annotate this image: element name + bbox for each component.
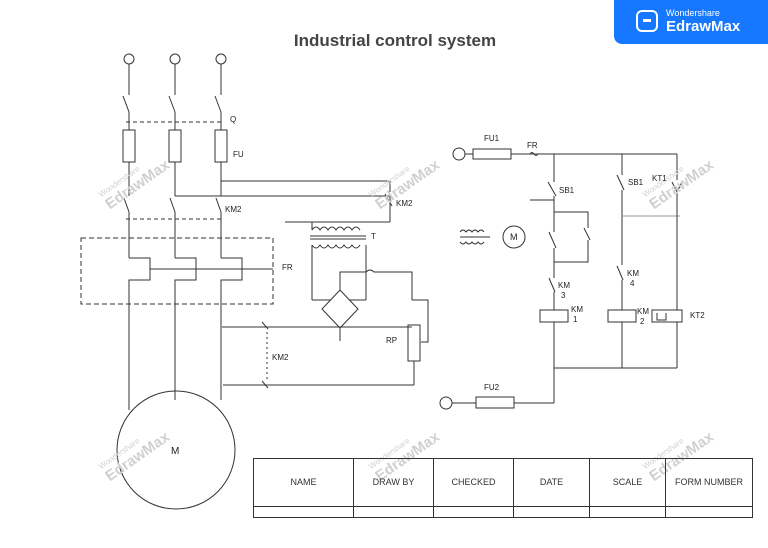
header-cell: NAME — [253, 458, 354, 507]
header-cell: CHECKED — [433, 458, 514, 507]
label-km: KM — [627, 269, 639, 278]
header-cell: DATE — [513, 458, 590, 507]
table-header-row: NAME DRAW BY CHECKED DATE SCALE FORM NUM… — [253, 458, 753, 507]
value-cell[interactable] — [513, 505, 590, 519]
label-fu2: FU2 — [484, 383, 500, 392]
resistor-rp — [222, 299, 429, 389]
label-num: 1 — [573, 315, 578, 324]
value-cell[interactable] — [253, 505, 354, 519]
phase-terminals — [123, 53, 227, 95]
label-sb1: SB1 — [559, 186, 575, 195]
value-cell[interactable] — [433, 505, 514, 519]
label-kt1: KT1 — [652, 174, 667, 183]
label-small-motor: M — [510, 232, 518, 242]
label-km2: KM2 — [396, 199, 413, 208]
header-cell: DRAW BY — [353, 458, 434, 507]
brand-line1: Wondershare — [666, 8, 720, 18]
label-km: KM — [571, 305, 583, 314]
label-km: KM — [558, 281, 570, 290]
label-km2: KM2 — [272, 353, 289, 362]
label-fu: FU — [233, 150, 244, 159]
value-cell[interactable] — [665, 505, 753, 519]
label-kt2: KT2 — [690, 311, 705, 320]
label-num: 4 — [630, 279, 635, 288]
title-block-table: NAME DRAW BY CHECKED DATE SCALE FORM NUM… — [253, 458, 753, 519]
small-motor — [502, 225, 526, 249]
label-km2: KM2 — [225, 205, 242, 214]
small-transformer-icon — [459, 229, 490, 245]
label-fu1: FU1 — [484, 134, 500, 143]
switch-q — [122, 95, 222, 130]
label-sb1: SB1 — [628, 178, 644, 187]
edrawmax-logo-icon — [636, 10, 658, 32]
main-motor — [116, 390, 236, 510]
value-cell[interactable] — [353, 505, 434, 519]
label-q: Q — [230, 115, 237, 124]
label-num: 2 — [640, 317, 645, 326]
thermal-relay-fr — [80, 237, 274, 410]
control-circuit — [439, 147, 683, 410]
value-cell[interactable] — [589, 505, 666, 519]
brand-line2: EdrawMax — [666, 18, 741, 35]
label-t: T — [371, 232, 376, 241]
label-motor: M — [171, 446, 180, 457]
brand-badge[interactable]: Wondershare EdrawMax — [614, 0, 768, 44]
fuses-fu — [122, 129, 228, 196]
label-rp: RP — [386, 336, 398, 345]
rectifier-bridge — [312, 269, 413, 341]
page-title: Industrial control system — [293, 31, 497, 50]
label-fr: FR — [282, 263, 293, 272]
header-cell: FORM NUMBER — [665, 458, 753, 507]
header-cell: SCALE — [589, 458, 666, 507]
table-value-row — [253, 505, 753, 519]
label-num: 3 — [561, 291, 566, 300]
label-km: KM — [637, 307, 649, 316]
km2-contacts — [123, 180, 393, 258]
label-fr: FR — [527, 141, 538, 150]
